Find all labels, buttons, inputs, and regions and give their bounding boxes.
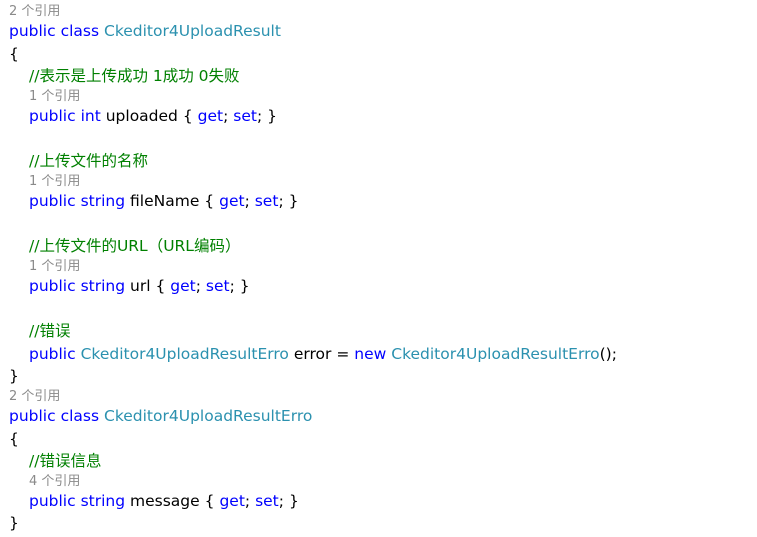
keyword-set: set	[254, 192, 279, 210]
property-name[interactable]: uploaded	[105, 107, 178, 125]
semicolon: ;	[244, 492, 251, 510]
property-declaration: public string url { get; set; }	[29, 276, 250, 296]
semicolon: ;	[256, 107, 263, 125]
keyword: public	[29, 277, 76, 295]
class-name[interactable]: Ckeditor4UploadResultErro	[104, 407, 313, 425]
open-brace: {	[9, 430, 19, 448]
brace: }	[288, 492, 299, 510]
comment: //错误信息	[29, 452, 102, 470]
class-declaration: public class Ckeditor4UploadResultErro	[9, 406, 312, 426]
keyword: public	[9, 407, 56, 425]
semicolon: ;	[244, 192, 250, 210]
semicolon: ;	[278, 192, 284, 210]
codelens-references[interactable]: 2 个引用	[9, 388, 60, 405]
type-keyword: string	[80, 192, 126, 210]
keyword-new: new	[354, 345, 387, 363]
keyword-get: get	[170, 277, 196, 295]
class-declaration: public class Ckeditor4UploadResult	[9, 21, 281, 41]
open-brace: {	[9, 45, 19, 63]
property-name[interactable]: fileName	[130, 192, 200, 210]
codelens-references[interactable]: 1 个引用	[29, 258, 80, 275]
keyword-get: get	[219, 192, 245, 210]
type-keyword: string	[80, 492, 126, 510]
property-declaration: public string message { get; set; }	[29, 491, 299, 511]
keyword-set: set	[205, 277, 230, 295]
comment: //上传文件的URL（URL编码）	[29, 237, 241, 255]
codelens-text[interactable]: 2 个引用	[9, 389, 61, 404]
brace: {	[155, 277, 166, 295]
keyword: public	[29, 192, 76, 210]
brace: {	[182, 107, 193, 125]
semicolon: ;	[278, 492, 284, 510]
brace: {	[204, 192, 215, 210]
keyword-set: set	[255, 492, 279, 510]
semicolon: ;	[223, 107, 229, 125]
brace: {	[204, 492, 215, 510]
type-keyword: string	[80, 277, 126, 295]
comment: //错误	[29, 322, 71, 340]
codelens-references[interactable]: 2 个引用	[9, 3, 60, 20]
codelens-text[interactable]: 4 个引用	[29, 474, 81, 489]
class-name[interactable]: Ckeditor4UploadResult	[104, 22, 281, 40]
keyword: public	[29, 107, 76, 125]
keyword: public	[9, 22, 56, 40]
property-declaration: public int uploaded { get; set; }	[29, 106, 277, 126]
keyword: class	[60, 22, 100, 40]
codelens-text[interactable]: 1 个引用	[29, 259, 81, 274]
codelens-references[interactable]: 4 个引用	[29, 473, 80, 490]
type-keyword: int	[80, 107, 101, 125]
property-declaration: public string fileName { get; set; }	[29, 191, 298, 211]
keyword-get: get	[219, 492, 245, 510]
type-name[interactable]: Ckeditor4UploadResultErro	[80, 345, 289, 363]
semicolon: ;	[229, 277, 235, 295]
property-name[interactable]: url	[130, 277, 151, 295]
keyword: public	[29, 492, 76, 510]
comment: //表示是上传成功 1成功 0失败	[29, 67, 240, 85]
codelens-text[interactable]: 2 个引用	[9, 4, 61, 19]
operator: =	[336, 345, 350, 363]
constructor-name[interactable]: Ckeditor4UploadResultErro	[391, 345, 600, 363]
field-name[interactable]: error	[293, 345, 332, 363]
codelens-text[interactable]: 1 个引用	[29, 174, 81, 189]
keyword: public	[29, 345, 76, 363]
property-name[interactable]: message	[130, 492, 200, 510]
keyword: class	[60, 407, 100, 425]
brace: }	[239, 277, 250, 295]
keyword-get: get	[197, 107, 224, 125]
semicolon: ;	[195, 277, 201, 295]
close-brace: }	[9, 367, 19, 385]
codelens-references[interactable]: 1 个引用	[29, 88, 80, 105]
call-tail: ();	[599, 345, 617, 363]
codelens-references[interactable]: 1 个引用	[29, 173, 80, 190]
field-declaration: public Ckeditor4UploadResultErro error =…	[29, 344, 617, 364]
codelens-text[interactable]: 1 个引用	[29, 89, 81, 104]
keyword-set: set	[233, 107, 257, 125]
close-brace: }	[9, 514, 19, 532]
brace: }	[267, 107, 278, 125]
brace: }	[288, 192, 299, 210]
comment: //上传文件的名称	[29, 152, 148, 170]
